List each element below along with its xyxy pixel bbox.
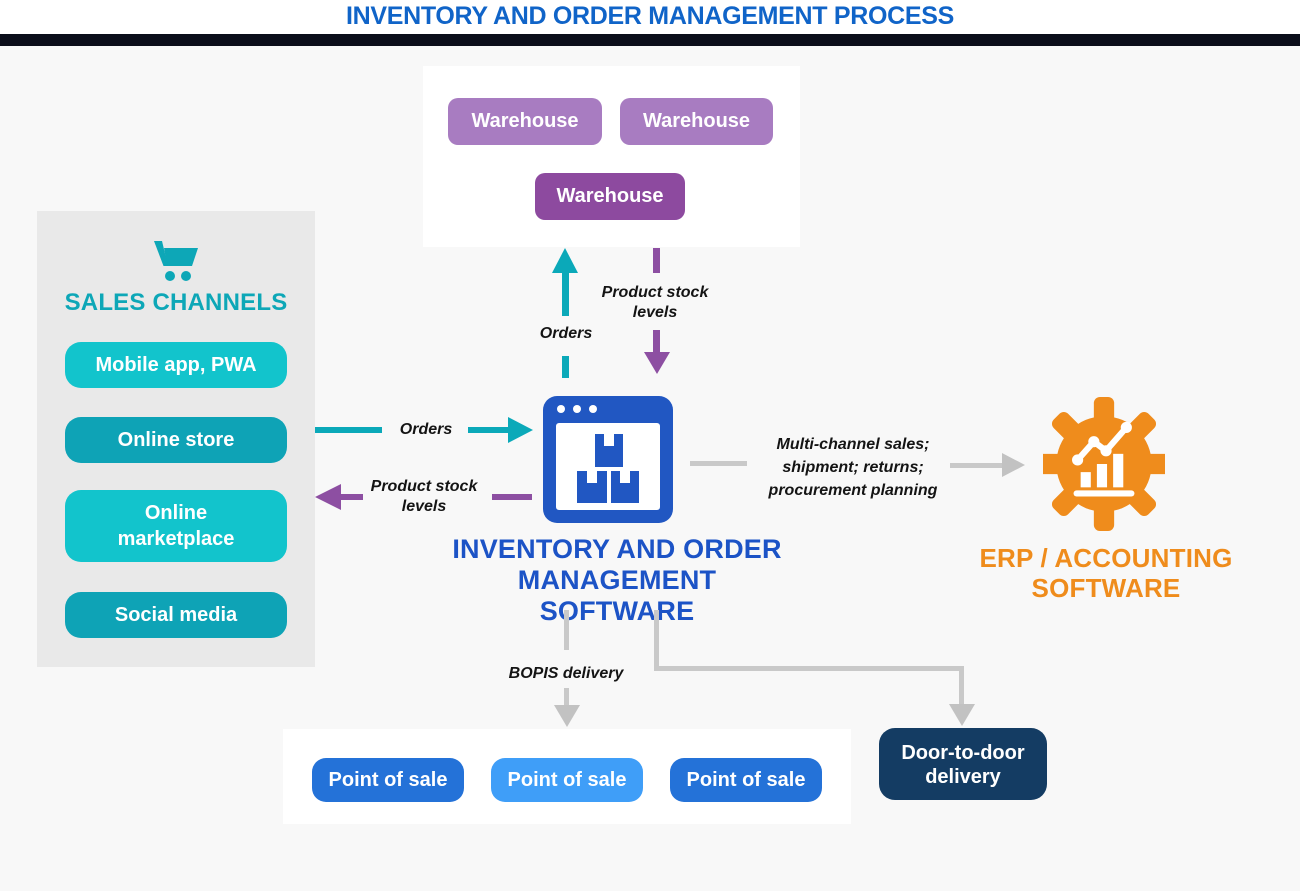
window-body bbox=[556, 423, 660, 510]
channel-social-media: Social media bbox=[65, 592, 287, 638]
box-notch bbox=[604, 434, 614, 446]
orders-right-label: Orders bbox=[399, 421, 453, 438]
pos-panel: Point of sale Point of sale Point of sal… bbox=[283, 729, 851, 824]
stock-left-label: Product stock levels bbox=[362, 477, 486, 517]
channel-online-store: Online store bbox=[65, 417, 287, 463]
bopis-arrowhead-icon bbox=[554, 705, 580, 727]
erp-flow-line-dash bbox=[690, 461, 747, 466]
warehouse-node: Warehouse bbox=[448, 98, 602, 145]
orders-up-arrow-shaft bbox=[562, 272, 569, 316]
erp-flow-label: Multi-channel sales; shipment; returns; … bbox=[753, 433, 953, 502]
box-icon bbox=[611, 471, 639, 503]
box-icon bbox=[595, 434, 623, 467]
orders-right-arrow-dash bbox=[315, 427, 382, 433]
orders-right-arrowhead-icon bbox=[508, 417, 533, 443]
shopping-cart-icon bbox=[154, 241, 198, 281]
delivery-line-vertical2 bbox=[959, 666, 964, 706]
bopis-line-top bbox=[564, 610, 569, 650]
erp-flow-line-shaft bbox=[950, 463, 1002, 468]
stock-down-arrowhead-icon bbox=[644, 352, 670, 374]
delivery-line-vertical1 bbox=[654, 610, 659, 668]
erp-gear-icon bbox=[1043, 397, 1165, 531]
stock-down-label-line2: levels bbox=[632, 304, 678, 321]
door-to-door-delivery-node: Door-to-door delivery bbox=[879, 728, 1047, 800]
orders-right-arrow-shaft bbox=[468, 427, 508, 433]
warehouse-node-main: Warehouse bbox=[535, 173, 685, 220]
stock-down-label: Product stock levels bbox=[585, 283, 725, 323]
box-notch bbox=[620, 471, 630, 483]
stock-left-arrow-shaft bbox=[341, 494, 363, 500]
stock-down-label-line1: Product stock bbox=[601, 284, 709, 301]
warehouse-node: Warehouse bbox=[620, 98, 773, 145]
bopis-label: BOPIS delivery bbox=[508, 665, 624, 682]
erp-label: ERP / ACCOUNTING SOFTWARE bbox=[936, 543, 1276, 603]
stock-left-label-line2: levels bbox=[401, 498, 447, 515]
orders-up-label: Orders bbox=[539, 325, 593, 342]
stock-left-arrow-dash bbox=[492, 494, 532, 500]
inventory-software-icon bbox=[543, 396, 673, 523]
bopis-line-bottom bbox=[564, 688, 569, 706]
software-label-line1: INVENTORY AND ORDER bbox=[452, 534, 782, 564]
window-dot-icon bbox=[589, 405, 597, 413]
orders-up-arrowhead-icon bbox=[552, 248, 578, 273]
pos-node: Point of sale bbox=[491, 758, 643, 802]
pos-node: Point of sale bbox=[670, 758, 822, 802]
page-title: INVENTORY AND ORDER MANAGEMENT PROCESS bbox=[345, 2, 955, 30]
stock-down-arrow-dash bbox=[653, 248, 660, 273]
sales-channels-panel: SALES CHANNELS Mobile app, PWA Online st… bbox=[37, 211, 315, 667]
pos-node: Point of sale bbox=[312, 758, 464, 802]
erp-flow-label-line2: shipment; returns; bbox=[782, 459, 924, 476]
sales-channels-heading: SALES CHANNELS bbox=[64, 289, 288, 316]
channel-mobile-app: Mobile app, PWA bbox=[65, 342, 287, 388]
warehouse-panel: Warehouse Warehouse Warehouse bbox=[423, 66, 800, 247]
delivery-label-line1: Door-to-door bbox=[901, 742, 1025, 764]
delivery-line-horizontal bbox=[654, 666, 964, 671]
channel-online-marketplace-label: Online marketplace bbox=[117, 502, 235, 550]
window-dot-icon bbox=[573, 405, 581, 413]
erp-flow-arrowhead-icon bbox=[1002, 453, 1025, 477]
erp-flow-label-line3: procurement planning bbox=[768, 482, 938, 499]
software-label-line2: MANAGEMENT SOFTWARE bbox=[517, 565, 717, 626]
box-icon bbox=[577, 471, 607, 503]
stock-left-label-line1: Product stock bbox=[370, 478, 478, 495]
header-divider-bar bbox=[0, 34, 1300, 46]
software-label: INVENTORY AND ORDER MANAGEMENT SOFTWARE bbox=[437, 534, 797, 627]
stock-left-arrowhead-icon bbox=[315, 484, 341, 510]
delivery-label-line2: delivery bbox=[925, 766, 1001, 788]
header-band bbox=[0, 0, 1300, 34]
erp-flow-label-line1: Multi-channel sales; bbox=[776, 436, 930, 453]
box-notch bbox=[587, 471, 597, 483]
erp-label-line2: SOFTWARE bbox=[1031, 573, 1181, 603]
orders-up-arrow-dash bbox=[562, 356, 569, 378]
window-dot-icon bbox=[557, 405, 565, 413]
channel-online-marketplace: Online marketplace bbox=[65, 490, 287, 562]
delivery-arrowhead-icon bbox=[949, 704, 975, 726]
erp-label-line1: ERP / ACCOUNTING bbox=[979, 543, 1233, 573]
stock-down-arrow-shaft bbox=[653, 330, 660, 352]
